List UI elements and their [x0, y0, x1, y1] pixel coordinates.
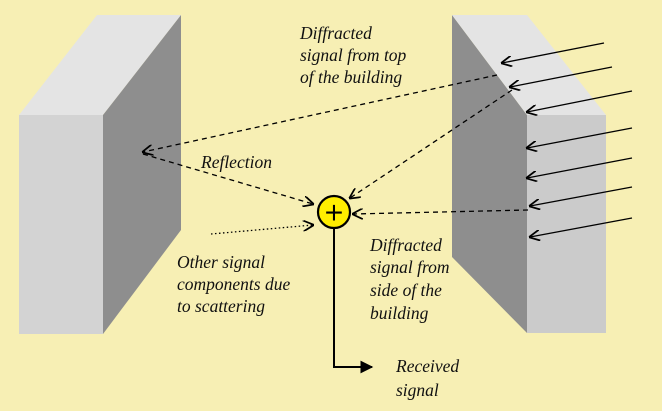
right-building-top: [452, 15, 606, 115]
signal-combiner: +: [316, 194, 352, 230]
label-scattering: Other signal components due to scatterin…: [177, 252, 295, 316]
label-diffracted-top: Diffracted signal from top of the buildi…: [299, 23, 411, 87]
label-line: Reflection: [200, 152, 272, 172]
label-line: components due: [177, 274, 290, 294]
label-line: signal: [396, 380, 439, 400]
diffracted-top-to-wall-path: [143, 74, 498, 152]
incoming-signal-arrows: [502, 42, 633, 237]
diffracted-side-path: [353, 210, 529, 214]
left-building-front: [19, 115, 103, 334]
label-line: Diffracted: [299, 23, 372, 43]
scattering-path: [210, 225, 313, 235]
received-signal-output: [333, 228, 374, 374]
label-line: Other signal: [177, 252, 265, 272]
combiner-plus-icon: +: [324, 198, 345, 227]
left-building-top: [19, 15, 181, 115]
label-line: side of the: [370, 280, 442, 300]
reflection-path: [142, 153, 313, 204]
left-building-side: [103, 15, 181, 334]
label-line: Diffracted: [369, 235, 442, 255]
incoming-arrow: [530, 217, 633, 237]
incoming-arrow: [502, 42, 605, 63]
right-building-side: [452, 15, 527, 333]
label-received-signal: Received signal: [395, 356, 464, 400]
incoming-arrow: [527, 157, 633, 178]
label-line: of the building: [300, 67, 402, 87]
right-building: [452, 15, 606, 333]
label-line: signal from top: [300, 45, 407, 65]
label-reflection: Reflection: [200, 152, 272, 172]
right-building-front: [527, 115, 606, 333]
incoming-arrow: [527, 90, 633, 112]
label-diffracted-side: Diffracted signal from side of the build…: [369, 235, 454, 323]
label-line: building: [370, 303, 429, 323]
label-line: signal from: [370, 257, 450, 277]
label-line: to scattering: [177, 296, 265, 316]
diffracted-top-to-receiver-path: [350, 89, 513, 198]
left-building: [19, 15, 181, 334]
incoming-arrow: [530, 186, 633, 206]
incoming-arrow: [527, 127, 633, 148]
incoming-arrow: [510, 66, 613, 87]
received-signal-arrow: [333, 228, 374, 374]
label-line: Received: [395, 356, 459, 376]
